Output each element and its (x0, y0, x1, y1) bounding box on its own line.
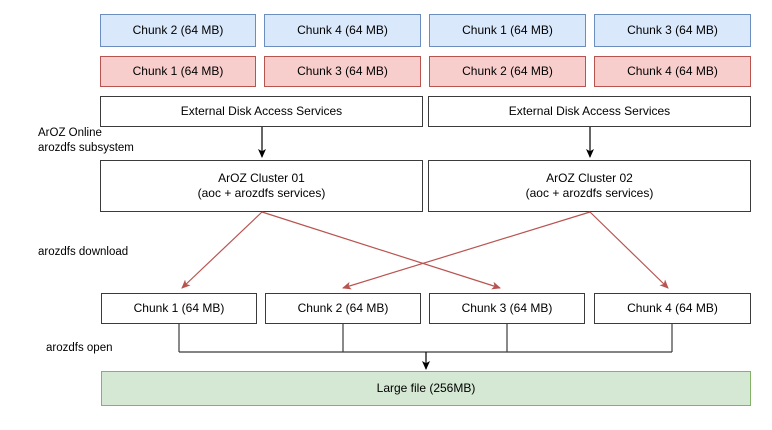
arrow-cluster02-to-chunk4 (589, 211, 669, 289)
red-chunk-label: Chunk 4 (64 MB) (627, 64, 718, 78)
downloaded-chunk-label: Chunk 1 (64 MB) (133, 301, 225, 315)
blue-chunk-box-1: Chunk 2 (64 MB) (100, 14, 256, 47)
red-chunk-box-4: Chunk 4 (64 MB) (594, 56, 751, 87)
download-side-label: arozdfs download (38, 246, 129, 258)
external-disk-access-services-box-2: External Disk Access Services (428, 96, 751, 127)
downloaded-chunk-box-1: Chunk 1 (64 MB) (101, 293, 257, 324)
blue-chunk-label: Chunk 4 (64 MB) (297, 23, 388, 37)
large-file-box: Large file (256MB) (101, 371, 751, 406)
red-chunk-box-3: Chunk 2 (64 MB) (429, 56, 586, 87)
blue-chunk-box-3: Chunk 1 (64 MB) (429, 14, 586, 47)
red-chunk-label: Chunk 1 (64 MB) (132, 64, 224, 78)
cluster-name: ArOZ Cluster 01 (218, 171, 305, 185)
downloaded-chunk-box-4: Chunk 4 (64 MB) (594, 293, 751, 324)
blue-chunk-box-4: Chunk 3 (64 MB) (594, 14, 751, 47)
aroz-cluster-box-01: ArOZ Cluster 01 (aoc + arozdfs services) (100, 160, 423, 212)
downloaded-chunk-box-2: Chunk 2 (64 MB) (265, 293, 421, 324)
arrow-cluster01-to-chunk3 (261, 211, 501, 290)
large-file-label: Large file (256MB) (376, 381, 476, 395)
red-chunk-box-1: Chunk 1 (64 MB) (100, 56, 256, 87)
cluster-name: ArOZ Cluster 02 (546, 171, 633, 185)
red-chunk-box-2: Chunk 3 (64 MB) (264, 56, 421, 87)
downloaded-chunk-label: Chunk 3 (64 MB) (461, 301, 553, 315)
downloaded-chunk-box-3: Chunk 3 (64 MB) (429, 293, 585, 324)
red-chunk-label: Chunk 2 (64 MB) (462, 64, 553, 78)
downloaded-chunk-label: Chunk 2 (64 MB) (297, 301, 389, 315)
blue-chunk-label: Chunk 1 (64 MB) (462, 23, 553, 37)
external-disk-access-services-box-1: External Disk Access Services (100, 96, 423, 127)
cluster-subtitle: (aoc + arozdfs services) (197, 186, 326, 200)
blue-chunk-label: Chunk 2 (64 MB) (132, 23, 224, 37)
blue-chunk-box-2: Chunk 4 (64 MB) (264, 14, 421, 47)
red-chunk-label: Chunk 3 (64 MB) (297, 64, 388, 78)
downloaded-chunk-label: Chunk 4 (64 MB) (627, 301, 718, 315)
external-disk-access-services-label: External Disk Access Services (180, 104, 343, 118)
arrow-cluster02-to-chunk2 (342, 211, 591, 290)
aroz-cluster-box-02: ArOZ Cluster 02 (aoc + arozdfs services) (428, 160, 751, 212)
blue-chunk-label: Chunk 3 (64 MB) (627, 23, 718, 37)
open-side-label: arozdfs open (46, 342, 113, 354)
cluster-subtitle: (aoc + arozdfs services) (525, 186, 654, 200)
external-disk-access-services-label: External Disk Access Services (508, 104, 671, 118)
arrow-cluster01-to-chunk1 (181, 211, 263, 289)
subsystem-side-label: ArOZ Online arozdfs subsystem (38, 127, 134, 154)
